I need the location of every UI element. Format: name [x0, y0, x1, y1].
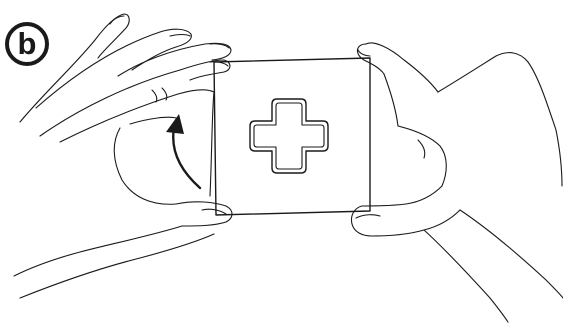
- plus-icon: [250, 99, 328, 173]
- step-badge: b: [5, 22, 49, 66]
- step-label: b: [18, 28, 37, 59]
- right-hand-icon: [351, 43, 563, 322]
- square-device-icon: [214, 58, 370, 215]
- curved-arrow-icon: [166, 114, 200, 188]
- left-hand-icon: [14, 14, 232, 298]
